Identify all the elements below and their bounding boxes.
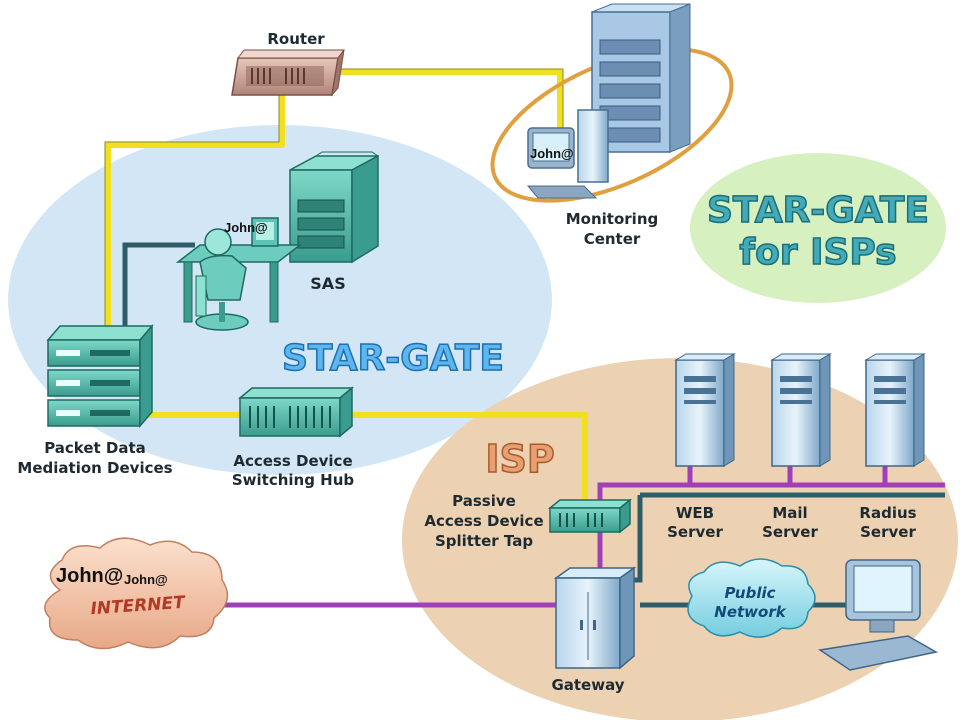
monitoring-rack — [591, 3, 691, 153]
gateway-device — [553, 566, 637, 670]
badge-title-line2: for ISPs — [739, 232, 896, 273]
sas-label: SAS — [310, 274, 345, 293]
mail-label-line2: Server — [762, 523, 818, 541]
tap-label-line2: Access Device — [424, 512, 543, 530]
web-server — [674, 353, 736, 467]
monitoring-label-line1: Monitoring — [566, 210, 658, 228]
hub-label-line1: Access Device — [233, 452, 352, 470]
isp-title: ISP — [485, 437, 554, 481]
john-monitor-tag: John@ — [530, 146, 574, 161]
client-workstation — [817, 559, 939, 671]
switching-hub — [237, 386, 355, 438]
router-label: Router — [267, 30, 325, 48]
monitoring-label-line2: Center — [584, 230, 641, 248]
tap-label-line1: Passive — [452, 492, 516, 510]
john-operator-tag: John@ — [224, 220, 268, 235]
badge-title-line1: STAR-GATE — [707, 190, 929, 231]
yellow-link-borders — [104, 68, 564, 330]
badge-zone — [690, 153, 946, 303]
radius-label-line1: Radius — [859, 504, 916, 522]
public-network-cloud — [687, 558, 816, 638]
john-internet-tag-large: John@ — [56, 565, 123, 587]
packet-label-line2: Mediation Devices — [17, 459, 172, 477]
monitoring-orbit — [490, 47, 734, 203]
operator-person — [195, 228, 249, 331]
yellow-links — [105, 69, 588, 505]
mail-label-line1: Mail — [772, 504, 807, 522]
public-network-label-line1: Public — [724, 584, 775, 602]
john-internet-tag-small: John@ — [124, 572, 168, 587]
tap-label-line3: Splitter Tap — [435, 532, 533, 550]
hub-label-line2: Switching Hub — [232, 471, 355, 489]
radius-server — [864, 353, 926, 467]
public-network-label-line2: Network — [714, 603, 786, 621]
stargate-title: STAR-GATE — [282, 338, 504, 379]
packet-mediation-devices — [46, 323, 154, 429]
web-label-line2: Server — [667, 523, 723, 541]
internet-cloud — [44, 537, 229, 650]
mail-server — [770, 353, 832, 467]
router-device — [231, 49, 345, 97]
splitter-tap — [547, 498, 633, 534]
monitoring-workstation — [526, 109, 609, 199]
gateway-label: Gateway — [551, 676, 624, 694]
packet-label-line1: Packet Data — [44, 439, 146, 457]
web-label-line1: WEB — [676, 504, 714, 522]
radius-label-line2: Server — [860, 523, 916, 541]
sas-rack — [289, 151, 379, 264]
